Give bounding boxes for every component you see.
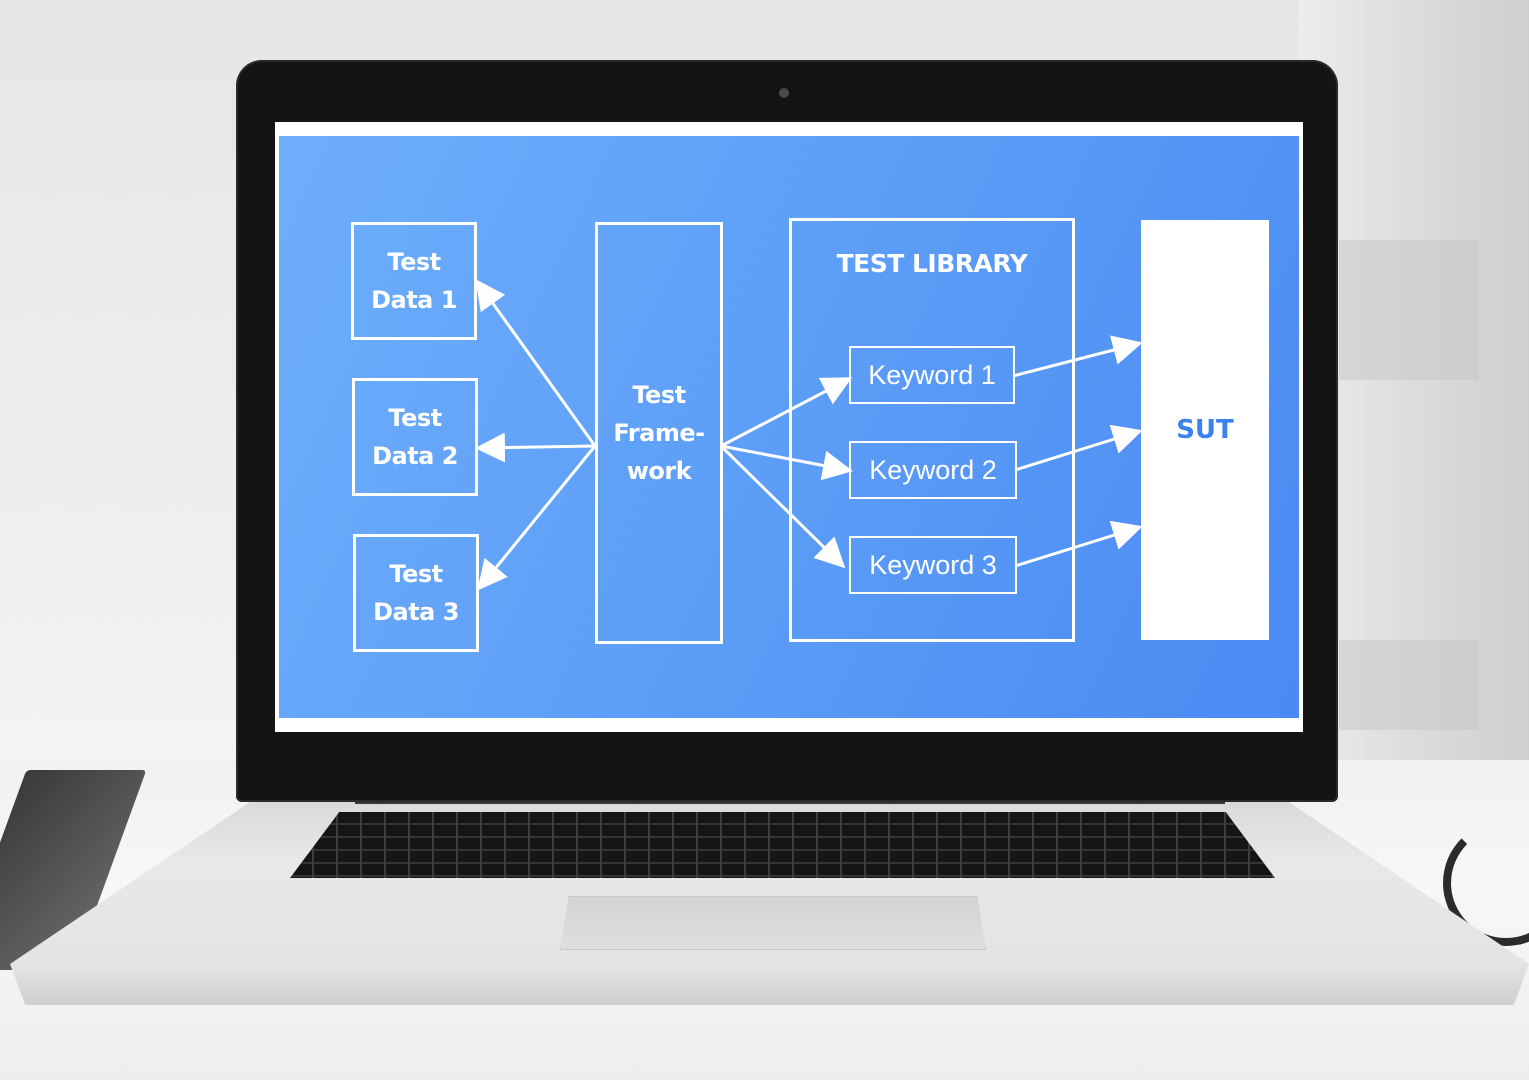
connector-layer [475, 279, 1143, 591]
arrow-framework-to-data2 [475, 432, 596, 463]
laptop-screen: Test Data 1 Test Data 2 Test Data 3 Test… [275, 122, 1303, 732]
test-data-3-box: Test Data 3 [353, 534, 479, 652]
test-data-1-box: Test Data 1 [351, 222, 477, 340]
test-data-2-label: Test Data 2 [372, 404, 458, 470]
keyword-3-box: Keyword 3 [849, 536, 1017, 594]
arrow-framework-to-data1 [475, 279, 597, 447]
test-data-3-label: Test Data 3 [373, 560, 459, 626]
test-library-box: TEST LIBRARY [789, 218, 1075, 642]
arrow-keyword2-to-sut [1014, 424, 1143, 472]
test-framework-label: Test Frame- work [613, 381, 705, 485]
test-framework-box: Test Frame- work [595, 222, 723, 644]
webcam-icon [779, 88, 789, 98]
test-library-title: TEST LIBRARY [836, 249, 1028, 278]
keyword-2-box: Keyword 2 [849, 441, 1017, 499]
arrow-framework-to-keyword3 [719, 444, 846, 569]
arrow-keyword1-to-sut [1012, 335, 1143, 378]
arrow-framework-to-keyword1 [720, 377, 853, 448]
test-data-1-label: Test Data 1 [371, 248, 457, 314]
arrow-keyword3-to-sut [1014, 520, 1143, 568]
laptop-trackpad [560, 896, 986, 950]
keyword-1-box: Keyword 1 [849, 346, 1015, 404]
arrow-framework-to-keyword2 [720, 444, 853, 481]
arrow-framework-to-data3 [477, 445, 597, 591]
diagram-slide: Test Data 1 Test Data 2 Test Data 3 Test… [279, 136, 1299, 718]
test-data-2-box: Test Data 2 [352, 378, 478, 496]
sut-box: SUT [1141, 220, 1269, 640]
sut-label: SUT [1176, 415, 1234, 445]
laptop-keyboard [290, 812, 1275, 878]
